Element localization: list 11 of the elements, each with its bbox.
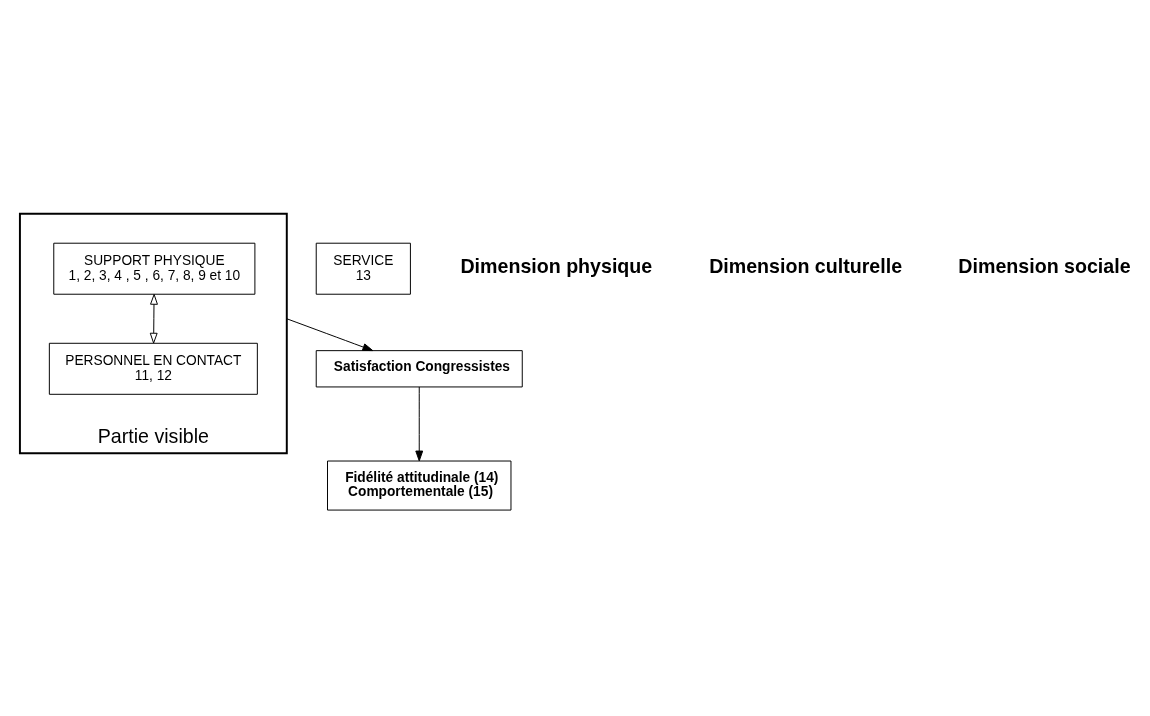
node-box: SUPPORT PHYSIQUE 1, 2, 3, 4 , 5 , 6, 7, 8, 9 et 10: [53, 242, 256, 295]
node-box: Satisfaction Congressistes: [315, 350, 523, 388]
node-box: Fidélité attitudinale (14) Comportementale (15): [327, 460, 512, 511]
arrow: [415, 386, 424, 462]
label: Dimension physique: [460, 254, 653, 277]
node-box: SERVICE 13: [315, 242, 411, 295]
label: Dimension sociale: [958, 254, 1131, 277]
arrow: [286, 318, 374, 352]
arrow: [149, 293, 158, 344]
node-box: PERSONNEL EN CONTACT 11, 12: [48, 342, 258, 395]
label: Dimension culturelle: [709, 254, 903, 277]
